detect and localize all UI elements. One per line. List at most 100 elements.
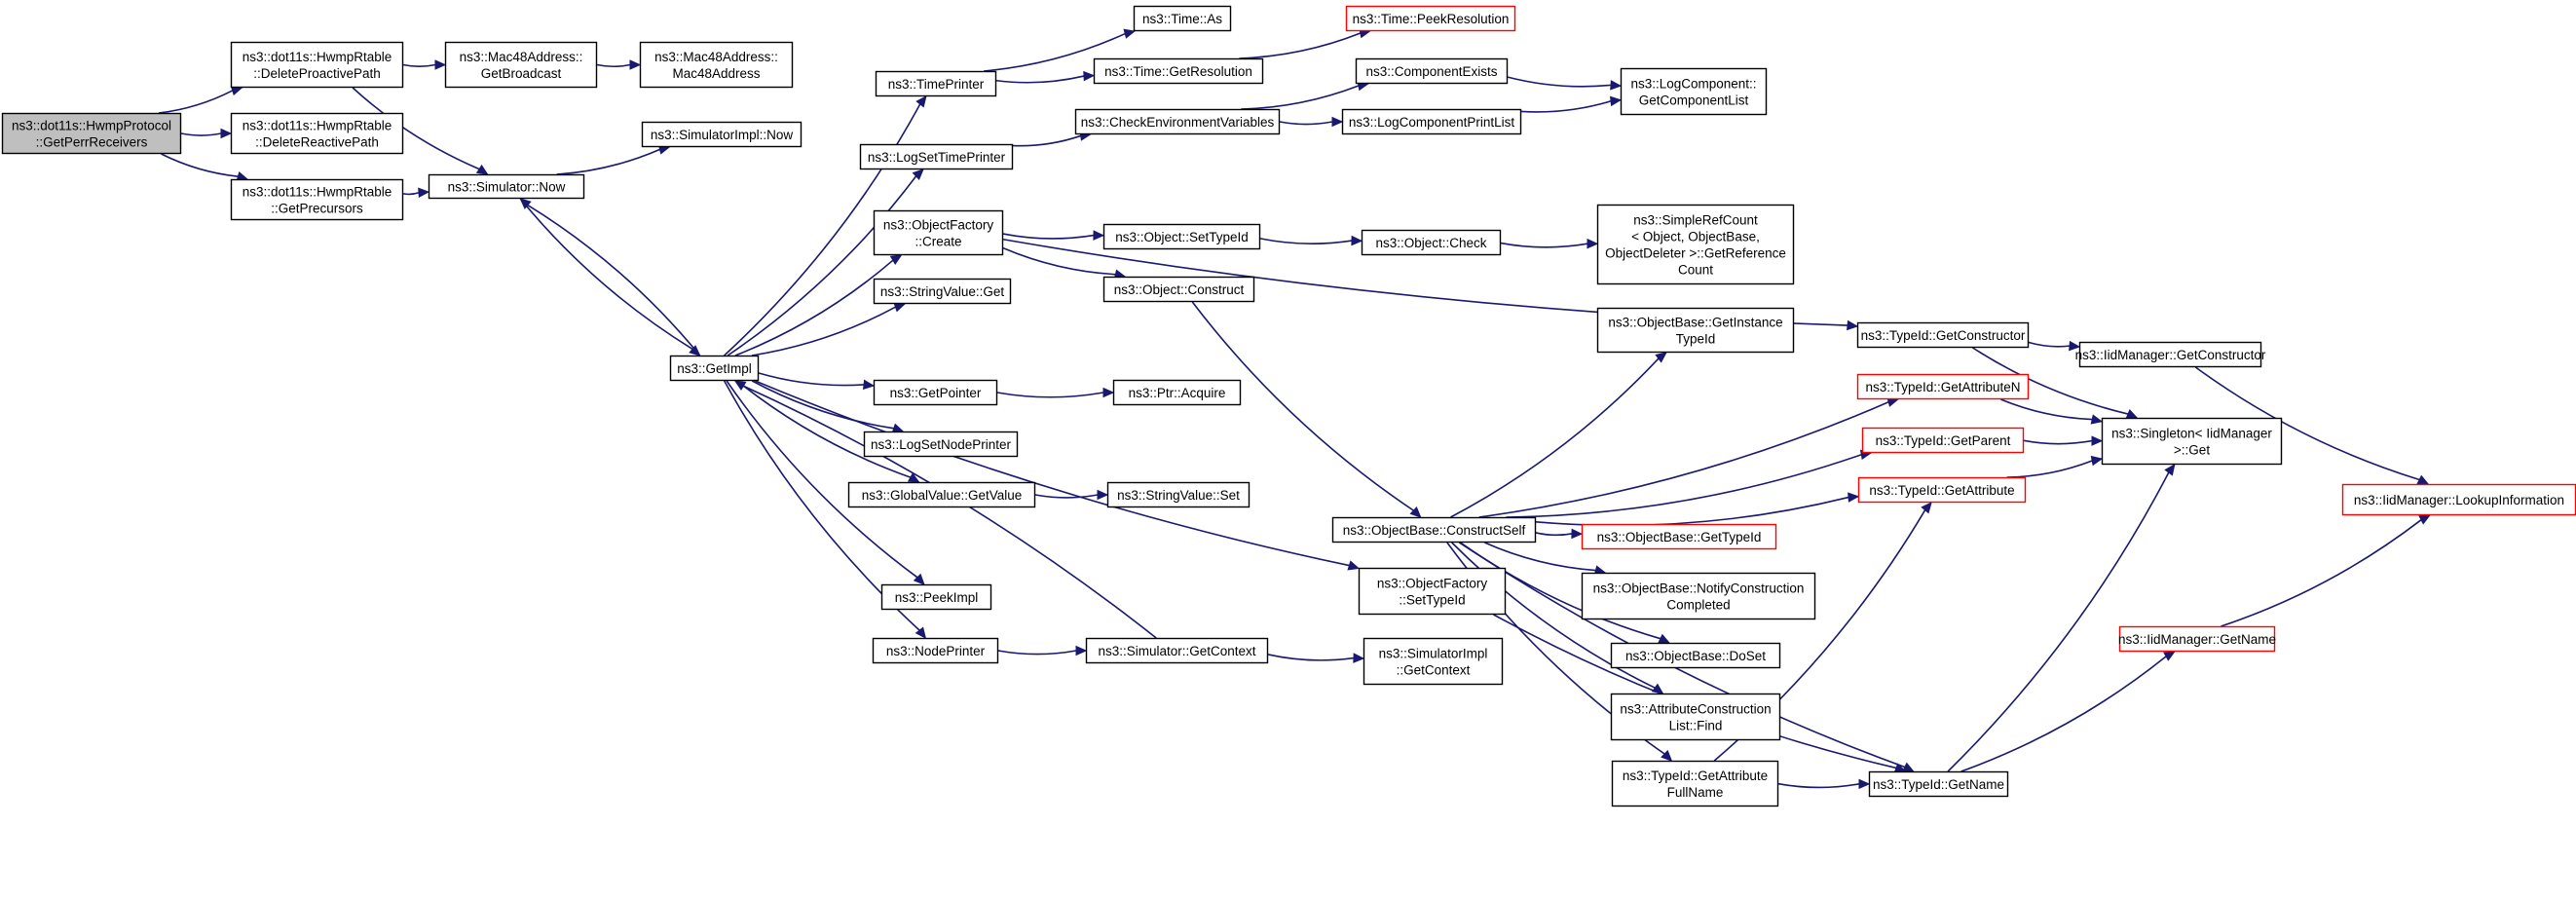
node-ofSetTid[interactable]: ns3::ObjectFactory::SetTypeId	[1358, 567, 1507, 616]
node-tidGetCtor-label-line-0: ns3::TypeId::GetConstructor	[1861, 328, 2026, 343]
edge-simGetCtx-to-simImplGetCtx	[1267, 654, 1355, 661]
node-getRes[interactable]: ns3::Time::GetResolution	[1093, 57, 1264, 85]
node-ptrAcquire[interactable]: ns3::Ptr::Acquire	[1112, 379, 1242, 406]
node-tidGetName[interactable]: ns3::TypeId::GetName	[1868, 770, 2009, 798]
edge-tidGetAttrN-to-singletonGet	[2000, 398, 2093, 421]
edge-gvGetValue-to-strSet	[1034, 494, 1099, 499]
node-timePrinter-box	[875, 70, 997, 97]
edge-getImpl-to-gvGetValue	[736, 380, 912, 478]
node-tidGetCtor[interactable]: ns3::TypeId::GetConstructor	[1856, 321, 2030, 349]
node-obNotify[interactable]: ns3::ObjectBase::NotifyConstructionCompl…	[1581, 572, 1816, 620]
node-strGet[interactable]: ns3::StringValue::Get	[873, 278, 1012, 305]
node-iidGetCtor[interactable]: ns3::IidManager::GetConstructor	[2075, 341, 2266, 368]
edge-getImpl-to-peekImpl	[726, 380, 918, 579]
node-timeAs[interactable]: ns3::Time::As	[1133, 5, 1232, 32]
arrowhead-root-to-delReact	[220, 128, 233, 139]
node-iidGetName[interactable]: ns3::IidManager::GetName	[2118, 625, 2276, 653]
node-root[interactable]: ns3::dot11s::HwmpProtocol::GetPerrReceiv…	[1, 112, 182, 155]
node-tidGetAttrN[interactable]: ns3::TypeId::GetAttributeN	[1856, 373, 2030, 400]
node-getPrec-box	[230, 178, 404, 221]
node-simImplGetCtx[interactable]: ns3::SimulatorImpl::GetContext	[1363, 637, 1504, 686]
node-objSetTid[interactable]: ns3::Object::SetTypeId	[1102, 223, 1261, 250]
node-objFactCreate[interactable]: ns3::ObjectFactory::Create	[873, 209, 1004, 256]
edge-tidGetCtor-to-singletonGet	[1972, 347, 2129, 415]
node-iidGetName-box	[2118, 625, 2276, 653]
edge-nodePrinter-to-simGetCtx	[997, 650, 1077, 656]
node-root-box	[1, 112, 182, 155]
node-tidGetParent[interactable]: ns3::TypeId::GetParent	[1861, 427, 2025, 454]
node-nodePrinter-label-line-0: ns3::NodePrinter	[886, 644, 986, 658]
node-obNotify-box	[1581, 572, 1816, 620]
node-tidGetAttrFull-label-line-0: ns3::TypeId::GetAttribute	[1623, 769, 1768, 783]
node-lookupInfo-label-line-0: ns3::IidManager::LookupInformation	[2354, 493, 2564, 507]
node-delReact-label-line-0: ns3::dot11s::HwmpRtable	[243, 119, 392, 133]
node-strSet[interactable]: ns3::StringValue::Set	[1106, 481, 1251, 508]
node-objConstruct-box	[1102, 276, 1255, 303]
node-nodePrinter[interactable]: ns3::NodePrinter	[872, 637, 999, 664]
node-getPointer[interactable]: ns3::GetPointer	[873, 379, 998, 406]
node-simImplNow[interactable]: ns3::SimulatorImpl::Now	[641, 121, 803, 148]
node-peekRes[interactable]: ns3::Time::PeekResolution	[1345, 5, 1516, 32]
node-simNow[interactable]: ns3::Simulator::Now	[428, 173, 585, 200]
node-delProAct-box	[230, 41, 404, 89]
arrowhead-obConstructSelf-to-obGetTid	[1571, 528, 1584, 540]
arrowhead-checkEnv-to-logCompPrint	[1331, 116, 1344, 128]
node-getPrec[interactable]: ns3::dot11s::HwmpRtable::GetPrecursors	[230, 178, 404, 221]
node-obDoSet[interactable]: ns3::ObjectBase::DoSet	[1610, 642, 1781, 669]
node-iidGetCtor-box	[2078, 341, 2262, 368]
node-macCtor-label-line-0: ns3::Mac48Address::	[654, 50, 778, 64]
node-objCheck[interactable]: ns3::Object::Check	[1361, 229, 1502, 256]
node-objCheck-label-line-0: ns3::Object::Check	[1375, 236, 1486, 250]
node-strGet-box	[873, 278, 1012, 305]
node-getImpl[interactable]: ns3::GetImpl	[669, 355, 760, 382]
node-obDoSet-box	[1610, 642, 1781, 669]
edge-obConstructSelf-to-tidGetAttrN	[1478, 400, 1889, 518]
node-getRes-label-line-0: ns3::Time::GetResolution	[1104, 64, 1252, 79]
node-getRes-box	[1093, 57, 1264, 85]
node-getInstTid-label-line-1: TypeId	[1676, 332, 1716, 347]
node-obGetTid[interactable]: ns3::ObjectBase::GetTypeId	[1581, 523, 1777, 550]
node-macBcast[interactable]: ns3::Mac48Address::GetBroadcast	[444, 41, 598, 89]
node-refCount-label-line-3: Count	[1678, 263, 1713, 278]
node-refCount[interactable]: ns3::SimpleRefCount< Object, ObjectBase,…	[1596, 204, 1795, 285]
node-obConstructSelf[interactable]: ns3::ObjectBase::ConstructSelf	[1331, 516, 1537, 544]
node-obGetTid-label-line-0: ns3::ObjectBase::GetTypeId	[1597, 530, 1762, 544]
node-logTimePrinter[interactable]: ns3::LogSetTimePrinter	[859, 143, 1014, 170]
node-macCtor-box	[639, 41, 794, 89]
node-delReact[interactable]: ns3::dot11s::HwmpRtable::DeleteReactiveP…	[230, 112, 404, 155]
arrowhead-tidGetAttrN-to-singletonGet	[2090, 414, 2104, 425]
node-tidGetAttrN-box	[1856, 373, 2030, 400]
node-logNodePrinter[interactable]: ns3::LogSetNodePrinter	[863, 431, 1019, 458]
node-singletonGet[interactable]: ns3::Singleton< IidManager>::Get	[2101, 417, 2283, 466]
node-timePrinter[interactable]: ns3::TimePrinter	[875, 70, 997, 97]
node-lookupInfo[interactable]: ns3::IidManager::LookupInformation	[2341, 483, 2576, 516]
node-checkEnv[interactable]: ns3::CheckEnvironmentVariables	[1074, 108, 1281, 135]
node-strSet-label-line-0: ns3::StringValue::Set	[1117, 488, 1240, 503]
node-timeAs-label-line-0: ns3::Time::As	[1142, 12, 1222, 26]
node-peekImpl[interactable]: ns3::PeekImpl	[880, 583, 992, 611]
node-logCompPrint[interactable]: ns3::LogComponentPrintList	[1341, 108, 1522, 135]
node-objSetTid-box	[1102, 223, 1261, 250]
node-compExists[interactable]: ns3::ComponentExists	[1355, 57, 1509, 85]
edge-obConstructSelf-to-obNotify	[1484, 542, 1596, 572]
node-objConstruct[interactable]: ns3::Object::Construct	[1102, 276, 1255, 303]
edge-getPrec-to-simNow	[402, 191, 420, 196]
node-delProAct[interactable]: ns3::dot11s::HwmpRtable::DeleteProactive…	[230, 41, 404, 89]
edge-simNow-to-simImplNow	[556, 148, 660, 175]
node-simGetCtx[interactable]: ns3::Simulator::GetContext	[1085, 637, 1269, 664]
node-gvGetValue[interactable]: ns3::GlobalValue::GetValue	[847, 481, 1036, 508]
edge-root-to-delReact	[180, 132, 222, 136]
arrowhead-tidGetName-to-singletonGet	[2164, 464, 2176, 476]
node-getPrec-label-line-0: ns3::dot11s::HwmpRtable	[243, 185, 392, 200]
node-simImplGetCtx-label-line-1: ::GetContext	[1397, 663, 1471, 678]
node-refCount-label-line-2: ObjectDeleter >::GetReference	[1605, 246, 1786, 261]
arrowhead-simGetCtx-to-getImpl	[733, 380, 747, 391]
edge-tidGetName-to-iidGetName	[1960, 656, 2167, 772]
node-tidGetAttr[interactable]: ns3::TypeId::GetAttribute	[1857, 476, 2027, 504]
node-macCtor[interactable]: ns3::Mac48Address::Mac48Address	[639, 41, 794, 89]
arrowhead-getImpl-to-getPointer	[862, 379, 876, 391]
node-logCompGet[interactable]: ns3::LogComponent::GetComponentList	[1620, 67, 1768, 116]
